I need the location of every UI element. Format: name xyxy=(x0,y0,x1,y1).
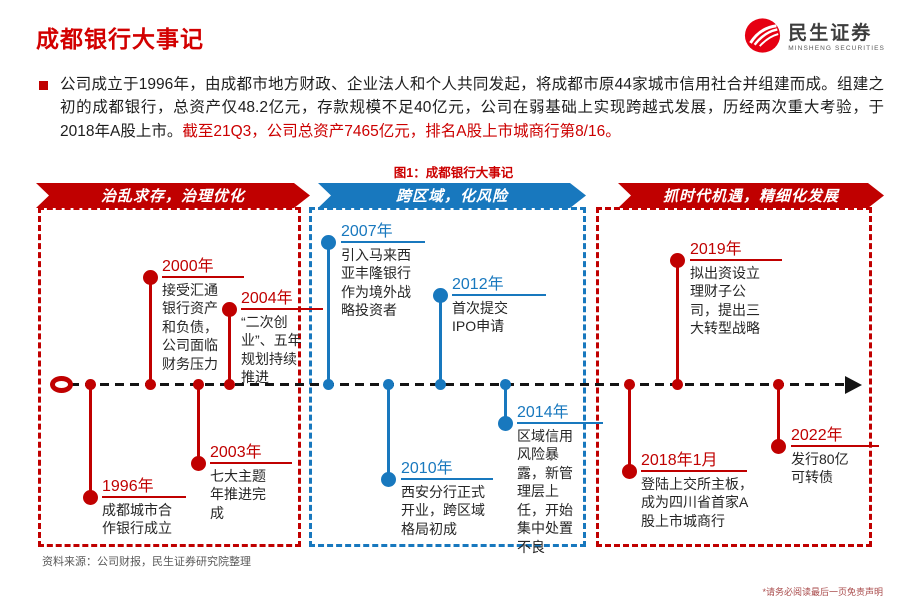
logo-name-en: MINSHENG SECURITIES xyxy=(788,44,885,52)
event-year-label: 2019年 xyxy=(690,242,782,261)
event-label-block: 2007年引入马来西亚丰隆银行作为境外战略投资者 xyxy=(341,224,425,320)
logo-name-cn: 民生证券 xyxy=(788,22,873,44)
event-label-block: 2000年接受汇通银行资产和负债，公司面临财务压力 xyxy=(162,259,244,373)
event-description: 发行80亿可转债 xyxy=(791,451,849,486)
event-description: 首次提交IPO申请 xyxy=(452,300,508,335)
event-terminal-dot-icon xyxy=(82,489,98,505)
event-year-label: 2007年 xyxy=(341,224,425,243)
event-stem xyxy=(326,242,330,384)
event-description: 登陆上交所主板，成为四川省首家A股上市城商行 xyxy=(641,476,753,529)
event-axis-dot-icon xyxy=(623,379,635,390)
event-axis-dot-icon xyxy=(84,379,96,390)
timeline-origin-ring-icon xyxy=(50,376,73,393)
event-label-block: 2003年七大主题年推进完成 xyxy=(210,445,292,522)
event-stem xyxy=(438,295,442,384)
event-axis-dot-icon xyxy=(144,379,156,390)
summary-text-black: 公司成立于1996年，由成都市地方财政、企业法人和个人共同发起，将成都市原44家… xyxy=(60,76,884,140)
phase-box-3 xyxy=(596,207,872,547)
event-axis-dot-icon xyxy=(382,379,394,390)
event-terminal-dot-icon xyxy=(669,252,685,268)
minsheng-logo: 民生证券 MINSHENG SECURITIES xyxy=(744,17,885,59)
event-description: 拟出资设立理财子公司，提出三大转型战略 xyxy=(690,265,760,337)
source-note: 资料来源：公司财报，民生证券研究院整理 xyxy=(42,556,251,568)
phase-banner-1: 治乱求存，治理优化 xyxy=(36,183,310,208)
event-stem xyxy=(148,277,152,384)
event-year-label: 1996年 xyxy=(102,479,186,498)
phase-banner-2: 跨区域，化风险 xyxy=(318,183,586,208)
event-description: 成都城市合作银行成立 xyxy=(102,502,172,537)
event-year-label: 2022年 xyxy=(791,428,879,447)
event-stem xyxy=(675,260,679,384)
event-year-label: 2000年 xyxy=(162,259,244,278)
event-stem xyxy=(627,384,631,471)
event-axis-dot-icon xyxy=(671,379,683,390)
event-axis-dot-icon xyxy=(434,379,446,390)
event-label-block: 1996年成都城市合作银行成立 xyxy=(102,479,186,538)
event-terminal-dot-icon xyxy=(770,438,786,454)
page-title: 成都银行大事记 xyxy=(36,26,204,52)
phase-box-1 xyxy=(38,207,301,547)
summary-text-red: 截至21Q3，公司总资产7465亿元，排名A股上市城商行第8/16。 xyxy=(182,122,621,140)
event-year-label: 2018年1月 xyxy=(641,453,747,472)
event-year-label: 2010年 xyxy=(401,461,493,480)
event-stem xyxy=(88,384,92,497)
event-terminal-dot-icon xyxy=(221,301,237,317)
event-label-block: 2018年1月登陆上交所主板，成为四川省首家A股上市城商行 xyxy=(641,453,759,530)
figure-caption: 图1：成都银行大事记 xyxy=(393,166,514,180)
event-label-block: 2012年首次提交IPO申请 xyxy=(452,277,546,336)
bullet-square-icon xyxy=(39,81,48,90)
logo-text: 民生证券 MINSHENG SECURITIES xyxy=(788,24,885,53)
event-stem xyxy=(776,384,780,446)
event-description: 西安分行正式开业，跨区域格局初成 xyxy=(401,484,485,537)
disclaimer-note: *请务必阅读最后一页免责声明 xyxy=(762,587,883,597)
event-label-block: 2019年拟出资设立理财子公司，提出三大转型战略 xyxy=(690,242,782,338)
event-terminal-dot-icon xyxy=(432,287,448,303)
event-description: 引入马来西亚丰隆银行作为境外战略投资者 xyxy=(341,247,411,319)
minsheng-logo-icon xyxy=(744,17,781,59)
event-terminal-dot-icon xyxy=(497,415,513,431)
event-stem xyxy=(196,384,200,463)
phase-banner-3: 抓时代机遇，精细化发展 xyxy=(618,183,884,208)
timeline-axis xyxy=(70,383,848,386)
event-label-block: 2010年西安分行正式开业，跨区域格局初成 xyxy=(401,461,493,538)
event-terminal-dot-icon xyxy=(142,269,158,285)
event-label-block: 2022年发行80亿可转债 xyxy=(791,428,879,487)
event-label-block: 2014年区域信用风险暴露，新管理层上任，开始集中处置不良 xyxy=(517,405,603,556)
event-terminal-dot-icon xyxy=(380,471,396,487)
timeline-arrowhead-icon xyxy=(845,376,862,394)
event-description: 七大主题年推进完成 xyxy=(210,468,266,521)
event-axis-dot-icon xyxy=(192,379,204,390)
event-year-label: 2004年 xyxy=(241,291,323,310)
event-description: 接受汇通银行资产和负债，公司面临财务压力 xyxy=(162,282,218,372)
event-year-label: 2003年 xyxy=(210,445,292,464)
event-year-label: 2014年 xyxy=(517,405,603,424)
event-stem xyxy=(227,309,231,384)
event-label-block: 2004年 “二次创业”、五年规划持续推进 xyxy=(241,291,323,387)
event-stem xyxy=(503,384,507,423)
event-terminal-dot-icon xyxy=(320,234,336,250)
event-axis-dot-icon xyxy=(772,379,784,390)
event-axis-dot-icon xyxy=(499,379,511,390)
event-axis-dot-icon xyxy=(223,379,235,390)
event-axis-dot-icon xyxy=(322,379,334,390)
event-description: 区域信用风险暴露，新管理层上任，开始集中处置不良 xyxy=(517,428,573,555)
event-year-label: 2012年 xyxy=(452,277,546,296)
event-terminal-dot-icon xyxy=(621,463,637,479)
summary-paragraph: 公司成立于1996年，由成都市地方财政、企业法人和个人共同发起，将成都市原44家… xyxy=(60,73,884,143)
event-description: “二次创业”、五年规划持续推进 xyxy=(241,314,302,386)
event-stem xyxy=(386,384,390,479)
event-terminal-dot-icon xyxy=(190,455,206,471)
phase-box-2 xyxy=(309,207,586,547)
